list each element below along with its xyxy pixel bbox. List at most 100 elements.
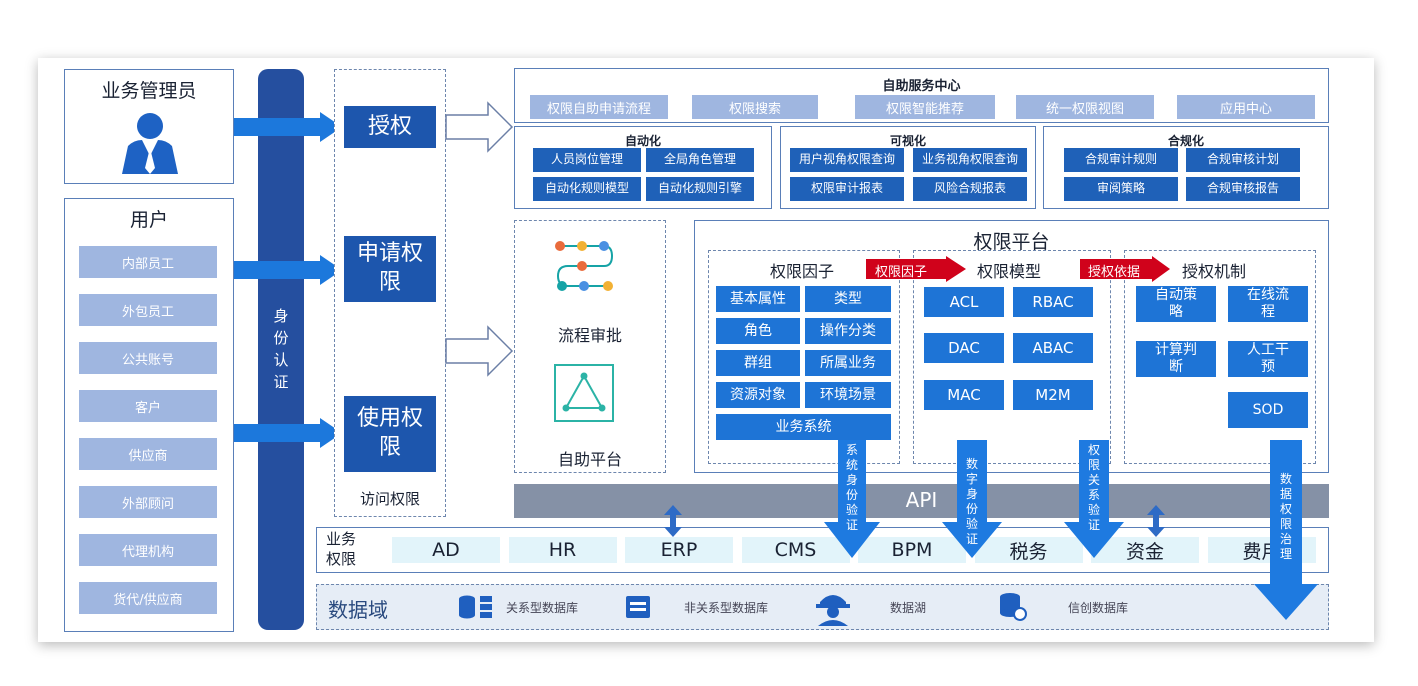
visualization-title: 可视化 (889, 134, 926, 148)
admin-to-access-arrow (234, 112, 342, 142)
business-system: ERP (625, 537, 733, 563)
user-item: 代理机构 (79, 534, 217, 566)
model-item: MAC (924, 380, 1004, 410)
to-self-service-arrow (445, 101, 514, 153)
api-bar (514, 484, 1329, 518)
data-lake-label: 数据湖 (890, 601, 927, 615)
to-workflow-arrow (445, 325, 514, 377)
business-system: BPM (858, 537, 966, 563)
user-item: 外包员工 (79, 294, 217, 326)
model-item: ABAC (1013, 333, 1093, 363)
user-to-use-arrow (234, 418, 342, 448)
factor-item: 群组 (716, 350, 800, 376)
business-system: 税务 (974, 537, 1083, 563)
basis-arrow-label: 授权依据 (1088, 265, 1141, 280)
nonrelational-db-icon (626, 596, 650, 618)
factor-item: 所属业务 (805, 350, 891, 376)
model-item: DAC (924, 333, 1004, 363)
automation-item: 自动化规则引擎 (646, 177, 754, 201)
compliance-item: 合规审计规则 (1064, 148, 1178, 172)
digital-identity-arrow (942, 440, 1002, 558)
relational-db-icon (459, 595, 492, 619)
visualization-item: 风险合规报表 (913, 177, 1027, 201)
self-service-item: 应用中心 (1177, 95, 1315, 119)
compliance-item: 合规审核计划 (1186, 148, 1300, 172)
model-item: RBAC (1013, 287, 1093, 317)
mechanism-item: 在线流程 (1228, 286, 1308, 322)
mechanism-item: 计算判断 (1136, 341, 1216, 377)
self-service-item: 权限搜索 (692, 95, 818, 119)
xinchuang-db-label: 信创数据库 (1068, 601, 1129, 615)
system-identity-arrow (824, 440, 880, 558)
basis-red-arrow (1080, 256, 1170, 282)
user-item: 供应商 (79, 438, 217, 470)
admin-title: 业务管理员 (101, 80, 197, 102)
self-service-title: 自助服务中心 (882, 79, 961, 94)
mechanism-item: SOD (1228, 392, 1308, 428)
user-item: 客户 (79, 390, 217, 422)
compliance-title: 合规化 (1167, 134, 1204, 148)
api-label: API (905, 488, 938, 512)
user-item: 货代/供应商 (79, 582, 217, 614)
data-governance-label: 数据权限治理 (1279, 472, 1292, 561)
business-system: HR (508, 537, 617, 563)
business-permission-label: 业务权限 (326, 530, 357, 568)
factor-item: 环境场景 (805, 382, 891, 408)
workflow-icon (555, 241, 614, 291)
factor-item: 类型 (805, 286, 891, 312)
self-service-item: 权限智能推荐 (855, 95, 995, 119)
data-domain-title: 数据域 (328, 598, 388, 622)
data-governance-arrow (1254, 440, 1318, 620)
factor-red-arrow (866, 256, 966, 282)
apply-permission-block: 申请权限 (344, 236, 436, 302)
factor-arrow-label: 权限因子 (875, 265, 928, 280)
model-item: ACL (924, 287, 1004, 317)
visualization-item: 用户视角权限查询 (790, 148, 904, 172)
factor-item: 资源对象 (716, 382, 800, 408)
self-service-item: 统一权限视图 (1016, 95, 1154, 119)
compliance-item: 合规审核报告 (1186, 177, 1300, 201)
factor-item: 操作分类 (805, 318, 891, 344)
relation-verify-arrow (1064, 440, 1124, 558)
visualization-item: 业务视角权限查询 (913, 148, 1027, 172)
identity-auth-label: 身份认证 (273, 307, 289, 391)
admin-person-icon (122, 113, 178, 174)
digital-identity-label: 数字身份验证 (965, 457, 978, 546)
self-platform-icon (554, 364, 614, 422)
system-identity-label: 系统身份验证 (845, 443, 858, 532)
use-permission-block: 使用权限 (344, 396, 436, 472)
automation-item: 自动化规则模型 (533, 177, 641, 201)
mechanism-item: 自动策略 (1136, 286, 1216, 322)
access-permission-label: 访问权限 (359, 490, 420, 508)
compliance-item: 审阅策略 (1064, 177, 1178, 201)
identity-auth-bar (258, 69, 304, 630)
user-title: 用户 (129, 209, 168, 231)
data-lake-icon (816, 595, 850, 626)
factor-item: 基本属性 (716, 286, 800, 312)
self-service-item: 权限自助申请流程 (530, 95, 668, 119)
automation-title: 自动化 (624, 134, 661, 148)
xinchuang-db-icon (1000, 593, 1027, 621)
mechanism-title: 授权机制 (1182, 262, 1247, 281)
user-item: 外部顾问 (79, 486, 217, 518)
visualization-item: 权限审计报表 (790, 177, 904, 201)
user-to-apply-arrow (234, 255, 342, 285)
workflow-panel (514, 220, 666, 473)
automation-item: 人员岗位管理 (533, 148, 641, 172)
authorize-block: 授权 (344, 106, 436, 148)
factors-title: 权限因子 (770, 262, 835, 281)
relation-verify-label: 权限关系验证 (1087, 443, 1100, 532)
factor-item: 业务系统 (716, 414, 891, 440)
model-title: 权限模型 (977, 262, 1042, 281)
self-platform-label: 自助平台 (557, 450, 622, 469)
user-item: 内部员工 (79, 246, 217, 278)
relational-db-label: 关系型数据库 (506, 601, 579, 615)
fund-api-arrow (1147, 505, 1165, 537)
business-system: AD (392, 537, 500, 563)
permission-platform-title: 权限平台 (973, 231, 1050, 253)
process-approval-label: 流程审批 (557, 326, 622, 345)
nonrelational-db-label: 非关系型数据库 (684, 601, 769, 615)
erp-api-arrow (664, 505, 682, 537)
user-item: 公共账号 (79, 342, 217, 374)
mechanism-item: 人工干预 (1228, 341, 1308, 377)
